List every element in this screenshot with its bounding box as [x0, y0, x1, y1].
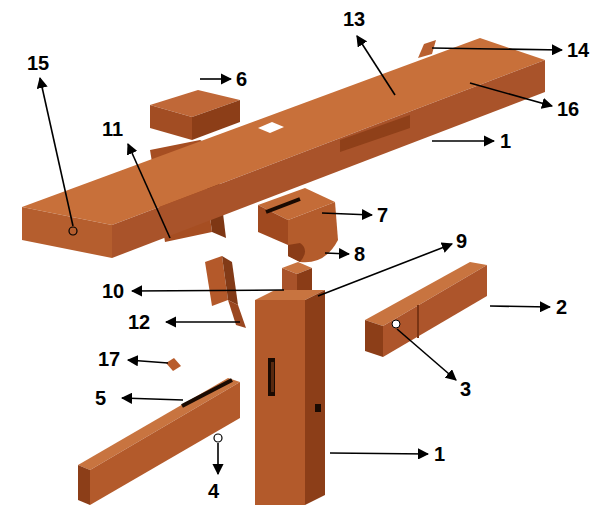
- callout-number: 14: [567, 39, 589, 61]
- callout-number: 11: [102, 118, 123, 140]
- callout-number: 10: [102, 280, 124, 302]
- left-board: [78, 378, 240, 505]
- callout-number: 15: [27, 52, 49, 74]
- callout-number: 13: [343, 8, 365, 30]
- callout-number: 5: [95, 387, 106, 409]
- post: [255, 262, 325, 505]
- callout-number: 3: [460, 378, 471, 400]
- callout-number: 8: [354, 243, 365, 265]
- callout-number: 7: [377, 204, 388, 226]
- cross-member-top: [150, 90, 240, 140]
- top-beam: [22, 38, 545, 258]
- callout-number: 12: [128, 311, 150, 333]
- callout-number: 1: [500, 130, 511, 152]
- callout-number: 1: [434, 443, 445, 465]
- callout-number: 9: [456, 230, 467, 252]
- callout-number: 2: [556, 296, 567, 318]
- callout-number: 6: [236, 68, 247, 90]
- callout-number: 4: [208, 480, 219, 502]
- callout-number: 16: [557, 98, 579, 120]
- bracket-block: [258, 188, 338, 262]
- right-board: [365, 262, 487, 357]
- leader-arrows: [40, 36, 562, 474]
- peg-hole: [69, 227, 77, 235]
- pin: [418, 40, 436, 58]
- peg: [166, 358, 181, 371]
- callout-number: 17: [98, 348, 120, 370]
- square-hole: [258, 122, 284, 133]
